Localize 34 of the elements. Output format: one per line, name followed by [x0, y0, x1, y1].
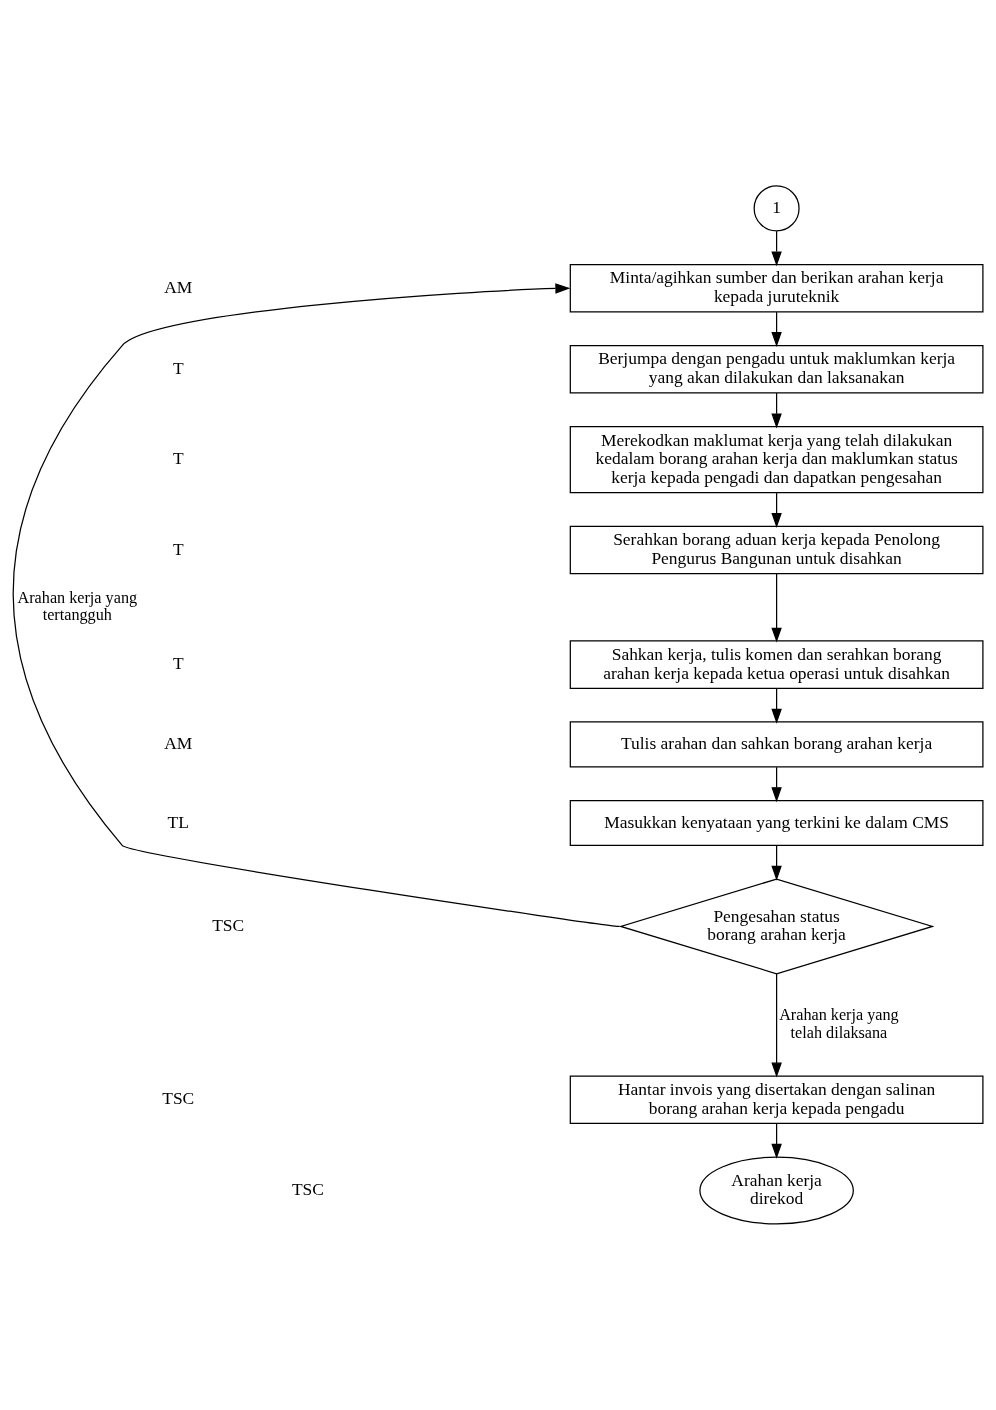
label: T [172, 357, 184, 378]
node-box: Sahkan kerja, tulis komen dan serahkan borang arahan kerja kepada ketua operasi untuk disahkan [569, 640, 984, 689]
node-box: Merekodkan maklumat kerja yang telah dilakukan kedalam borang arahan kerja dan maklumkan status kerja kepada pengadi dan dapatkan pengesahan [569, 425, 984, 494]
node-box: Hantar invois yang disertakan dengan salinan borang arahan kerja kepada pengadu [569, 1075, 984, 1124]
arrow [771, 766, 782, 803]
node-ellipse: Arahan kerja direkod [699, 1156, 854, 1225]
arrow [771, 845, 782, 881]
edge-label: Arahan kerja yang tertangguh [17, 588, 138, 625]
label: TSC [212, 915, 245, 936]
label: T [172, 448, 184, 469]
node-diamond: Pengesahan status borang arahan kerja [618, 878, 935, 975]
arrow [771, 230, 782, 267]
node-box: Berjumpa dengan pengadu untuk maklumkan kerja yang akan dilakukan dan laksanakan [569, 344, 984, 394]
node-box: Serahkan borang aduan kerja kepada Penolong Pengurus Bangunan untuk disahkan [569, 525, 984, 575]
arrow [771, 311, 782, 347]
node-box: Tulis arahan dan sahkan borang arahan kerja [569, 721, 984, 768]
node-box: Masukkan kenyataan yang terkini ke dalam CMS [569, 799, 984, 847]
label: T [172, 538, 184, 559]
label: TL [167, 811, 189, 832]
label: TSC [162, 1088, 195, 1109]
arrow [771, 573, 782, 643]
label: T [172, 653, 184, 674]
arrow [771, 1123, 782, 1159]
label: AM [164, 733, 193, 754]
label: AM [164, 276, 193, 297]
arrow [771, 392, 782, 429]
arrow [771, 492, 782, 528]
node-circle: 1 [753, 185, 800, 232]
label: TSC [291, 1179, 324, 1200]
edge-label: Arahan kerja yang telah dilaksana [779, 1006, 899, 1042]
node-box: Minta/agihkan sumber dan berikan arahan kerja kepada juruteknik [569, 263, 984, 313]
arrow [12, 283, 621, 928]
arrow [771, 688, 782, 724]
arrow [771, 973, 782, 1078]
